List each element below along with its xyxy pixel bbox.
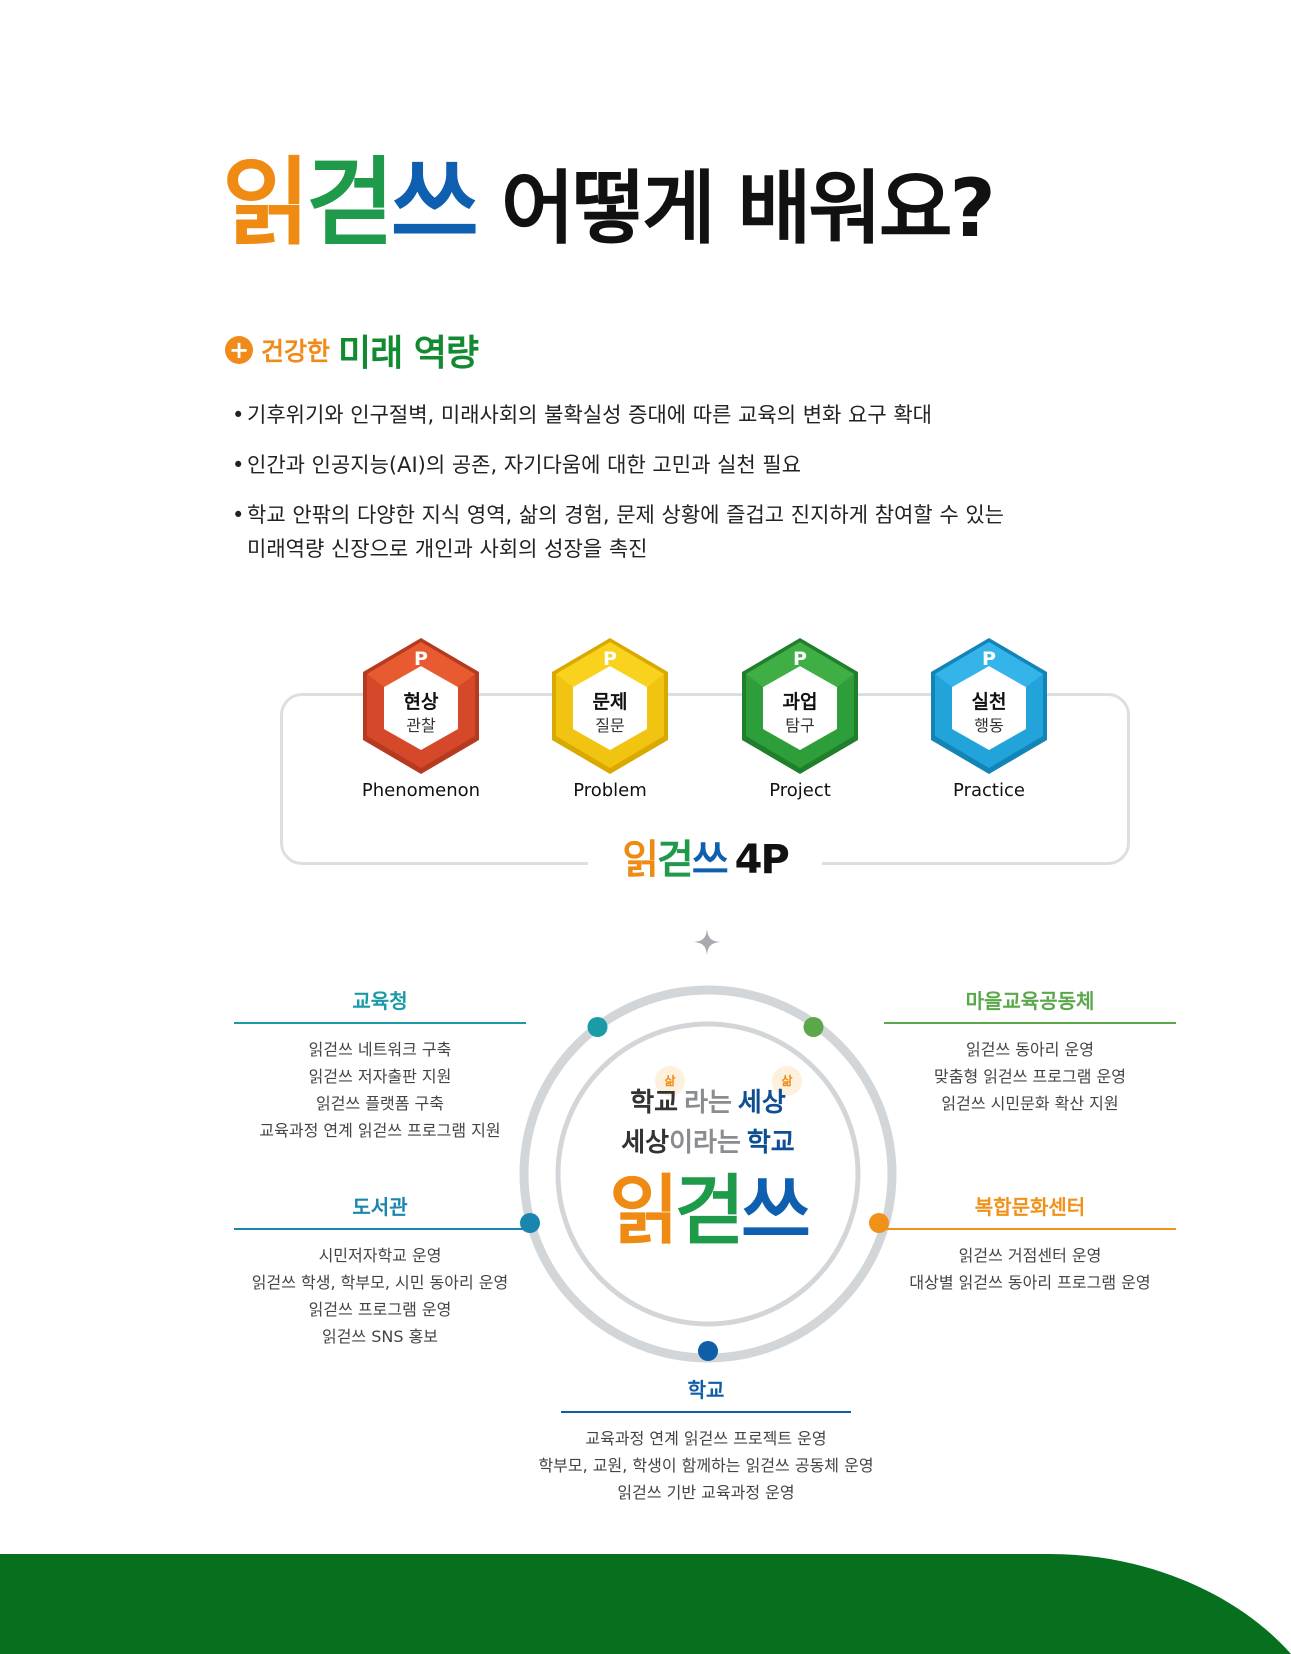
section-prefix: 건강한 xyxy=(261,337,331,366)
node-office: 교육청 읽걷쓰 네트워크 구축 읽걷쓰 저자출판 지원 읽걷쓰 플랫폼 구축 교… xyxy=(200,986,560,1144)
bullet-item: •인간과 인공지능(AI)의 공존, 자기다움에 대한 고민과 실천 필요 xyxy=(232,453,802,477)
hexagon-english-label: Practice xyxy=(953,780,1025,801)
node-school: 학교 교육과정 연계 읽걷쓰 프로젝트 운영 학부모, 교원, 학생이 함께하는… xyxy=(508,1375,904,1506)
sal-badge-left: 삶 xyxy=(655,1066,685,1096)
node-village: 마을교육공동체 읽걷쓰 동아리 운영 맞춤형 읽걷쓰 프로그램 운영 읽걷쓰 시… xyxy=(850,986,1210,1117)
node-library-rule xyxy=(234,1228,526,1230)
node-library-head: 도서관 xyxy=(352,1195,408,1219)
inner-ring xyxy=(555,1021,861,1327)
hexagon-sub-label: 질문 xyxy=(595,716,625,735)
brand-char-1: 읽 xyxy=(222,147,310,259)
brand-logo: 읽걷쓰 xyxy=(222,147,479,259)
hexagon-badge: P xyxy=(414,648,428,670)
node-culture-rule xyxy=(884,1228,1176,1230)
hexagon-sub-label: 행동 xyxy=(974,716,1004,735)
hexagon-shape xyxy=(931,638,1047,774)
node-office-rule xyxy=(234,1022,526,1024)
brand-char-2: 걷 xyxy=(306,147,394,259)
panel-gap xyxy=(588,850,822,880)
list-item: 교육과정 연계 읽걷쓰 프로그램 지원 xyxy=(259,1121,501,1140)
section-heading: + 건강한 미래 역량 xyxy=(225,326,479,374)
footer-band xyxy=(0,1554,1291,1654)
brand-char-3: 쓰 xyxy=(390,147,479,259)
list-item: 읽걷쓰 프로그램 운영 xyxy=(308,1300,452,1319)
bullet-list: •기후위기와 인구절벽, 미래사회의 불확실성 증대에 따른 교육의 변화 요구… xyxy=(232,398,1132,582)
list-item: 읽걷쓰 동아리 운영 xyxy=(966,1040,1094,1059)
node-culture-head: 복합문화센터 xyxy=(974,1195,1086,1219)
hexagon-english-label: Problem xyxy=(573,780,647,801)
hexagon-main-label: 실천 xyxy=(971,691,1007,713)
node-village-head: 마을교육공동체 xyxy=(965,989,1095,1013)
list-item: 읽걷쓰 저자출판 지원 xyxy=(308,1067,452,1086)
list-item: 맞춤형 읽걷쓰 프로그램 운영 xyxy=(934,1067,1126,1086)
hexagon-badge: P xyxy=(982,648,996,670)
list-item: 읽걷쓰 기반 교육과정 운영 xyxy=(617,1483,795,1502)
hexagon-main-label: 현상 xyxy=(403,691,439,713)
list-item: 읽걷쓰 SNS 홍보 xyxy=(321,1327,439,1346)
node-school-head: 학교 xyxy=(687,1378,725,1402)
node-office-head: 교육청 xyxy=(352,989,408,1013)
list-item: 대상별 읽걷쓰 동아리 프로그램 운영 xyxy=(909,1273,1151,1292)
bullet-item: •기후위기와 인구절벽, 미래사회의 불확실성 증대에 따른 교육의 변화 요구… xyxy=(232,403,932,427)
hexagon-shape xyxy=(742,638,858,774)
node-school-rule xyxy=(561,1411,851,1413)
hexagon-sub-label: 관찰 xyxy=(406,716,436,735)
hexagon-shape xyxy=(552,638,668,774)
hexagon-english-label: Project xyxy=(769,780,831,801)
list-item: 읽걷쓰 네트워크 구축 xyxy=(308,1040,452,1059)
section-main: 미래 역량 xyxy=(338,333,479,374)
hexagon-main-label: 문제 xyxy=(592,691,628,713)
list-item: 교육과정 연계 읽걷쓰 프로젝트 운영 xyxy=(585,1429,827,1448)
node-dot-office xyxy=(587,1017,608,1037)
node-dot-school xyxy=(698,1341,718,1361)
node-dot-village xyxy=(803,1017,824,1037)
ring-diagram xyxy=(519,985,897,1363)
title-question: 어떻게 배워요? xyxy=(500,162,996,255)
center-brand: 읽걷쓰 xyxy=(609,1166,811,1255)
list-item: 시민저자학교 운영 xyxy=(318,1246,442,1265)
list-item: 읽걷쓰 플랫폼 구축 xyxy=(316,1094,444,1113)
bullet-item: •학교 안팎의 다양한 지식 영역, 삶의 경험, 문제 상황에 즐겁고 진지하… xyxy=(232,503,1005,561)
list-item: 학부모, 교원, 학생이 함께하는 읽걷쓰 공동체 운영 xyxy=(538,1456,874,1475)
sparkle-icon xyxy=(694,929,720,955)
list-item: 읽걷쓰 거점센터 운영 xyxy=(958,1246,1102,1265)
hexagon-badge: P xyxy=(793,648,807,670)
node-library: 도서관 시민저자학교 운영 읽걷쓰 학생, 학부모, 시민 동아리 운영 읽걷쓰… xyxy=(200,1192,560,1350)
plus-icon: + xyxy=(225,336,253,364)
node-culture: 복합문화센터 읽걷쓰 거점센터 운영 대상별 읽걷쓰 동아리 프로그램 운영 xyxy=(850,1192,1210,1296)
hexagon-shape xyxy=(363,638,479,774)
node-village-rule xyxy=(884,1022,1176,1024)
list-item: 읽걷쓰 학생, 학부모, 시민 동아리 운영 xyxy=(251,1273,509,1292)
hexagon-badge: P xyxy=(603,648,617,670)
hexagon-english-label: Phenomenon xyxy=(361,780,481,801)
hexagon-sub-label: 탐구 xyxy=(785,716,815,735)
hexagon-main-label: 과업 xyxy=(782,691,818,713)
sal-badge-right: 삶 xyxy=(772,1066,802,1096)
list-item: 읽걷쓰 시민문화 확산 지원 xyxy=(941,1094,1119,1113)
